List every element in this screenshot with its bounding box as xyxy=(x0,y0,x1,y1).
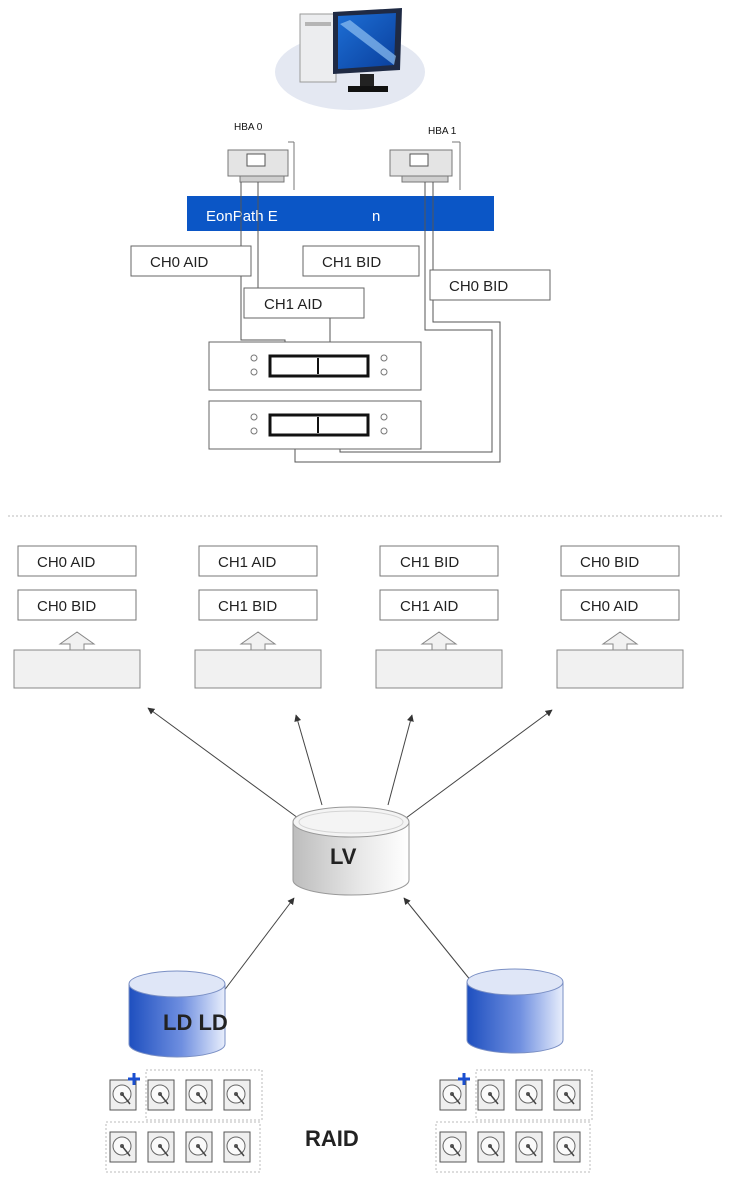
svg-text:CH1 BID: CH1 BID xyxy=(400,554,459,571)
ld-label: LD LD xyxy=(163,1010,228,1035)
hba-1-label: HBA 1 xyxy=(428,126,457,137)
raid-disk-set-left xyxy=(105,1069,263,1173)
channel-label-ch1-bid: CH1 BID xyxy=(302,245,420,277)
ld-cylinder-left: LD LD xyxy=(128,970,228,1058)
channel-label-ch1-aid: CH1 AID xyxy=(243,287,365,319)
lv-label: LV xyxy=(330,844,357,869)
raid-disk-set-right xyxy=(435,1069,593,1173)
controller-b xyxy=(208,400,422,450)
hba-0-label: HBA 0 xyxy=(234,122,263,133)
eonpath-banner: EonPath E n xyxy=(187,196,494,231)
svg-text:CH0 AID: CH0 AID xyxy=(37,554,96,571)
host-group-1: CH0 AID CH0 BID xyxy=(13,545,141,689)
svg-text:CH0 AID: CH0 AID xyxy=(580,598,639,615)
eonpath-banner-text: EonPath E xyxy=(206,208,278,225)
hba-1-card: HBA 1 xyxy=(389,126,461,190)
raid-label: RAID xyxy=(305,1126,359,1151)
disk-icon xyxy=(185,1079,213,1111)
ld-to-lv-arrows xyxy=(219,897,481,997)
lv-cylinder: LV xyxy=(292,806,410,896)
disk-icon xyxy=(185,1131,213,1163)
disk-icon xyxy=(147,1131,175,1163)
lv-mapping-arrows xyxy=(147,707,553,819)
svg-text:CH1 BID: CH1 BID xyxy=(218,598,277,615)
disk-icon xyxy=(223,1131,251,1163)
disk-icon xyxy=(439,1131,467,1163)
eonpath-banner-tail: n xyxy=(372,208,380,225)
ld-cylinder-right xyxy=(466,968,564,1054)
disk-icon xyxy=(147,1079,175,1111)
channel-label-ch0-bid: CH0 BID xyxy=(429,269,551,301)
svg-text:CH0 AID: CH0 AID xyxy=(150,254,209,271)
svg-text:CH0 BID: CH0 BID xyxy=(580,554,639,571)
disk-icon xyxy=(477,1079,505,1111)
disk-icon xyxy=(477,1131,505,1163)
svg-text:CH0 BID: CH0 BID xyxy=(449,278,508,295)
computer-icon xyxy=(275,8,425,110)
svg-text:CH0 BID: CH0 BID xyxy=(37,598,96,615)
svg-text:CH1 AID: CH1 AID xyxy=(264,296,323,313)
svg-text:CH1 AID: CH1 AID xyxy=(400,598,459,615)
disk-icon xyxy=(223,1079,251,1111)
disk-icon xyxy=(553,1131,581,1163)
spare-disk-icon xyxy=(439,1073,470,1111)
host-group-2: CH1 AID CH1 BID xyxy=(194,545,322,689)
svg-text:CH1 BID: CH1 BID xyxy=(322,254,381,271)
controller-a xyxy=(208,341,422,391)
disk-icon xyxy=(109,1131,137,1163)
channel-label-ch0-aid: CH0 AID xyxy=(130,245,252,277)
svg-text:CH1 AID: CH1 AID xyxy=(218,554,277,571)
hba-0-card: HBA 0 xyxy=(227,122,295,190)
disk-icon xyxy=(515,1079,543,1111)
host-group-3: CH1 BID CH1 AID xyxy=(375,545,503,689)
host-group-4: CH0 BID CH0 AID xyxy=(556,545,684,689)
disk-icon xyxy=(515,1131,543,1163)
disk-icon xyxy=(553,1079,581,1111)
spare-disk-icon xyxy=(109,1073,140,1111)
